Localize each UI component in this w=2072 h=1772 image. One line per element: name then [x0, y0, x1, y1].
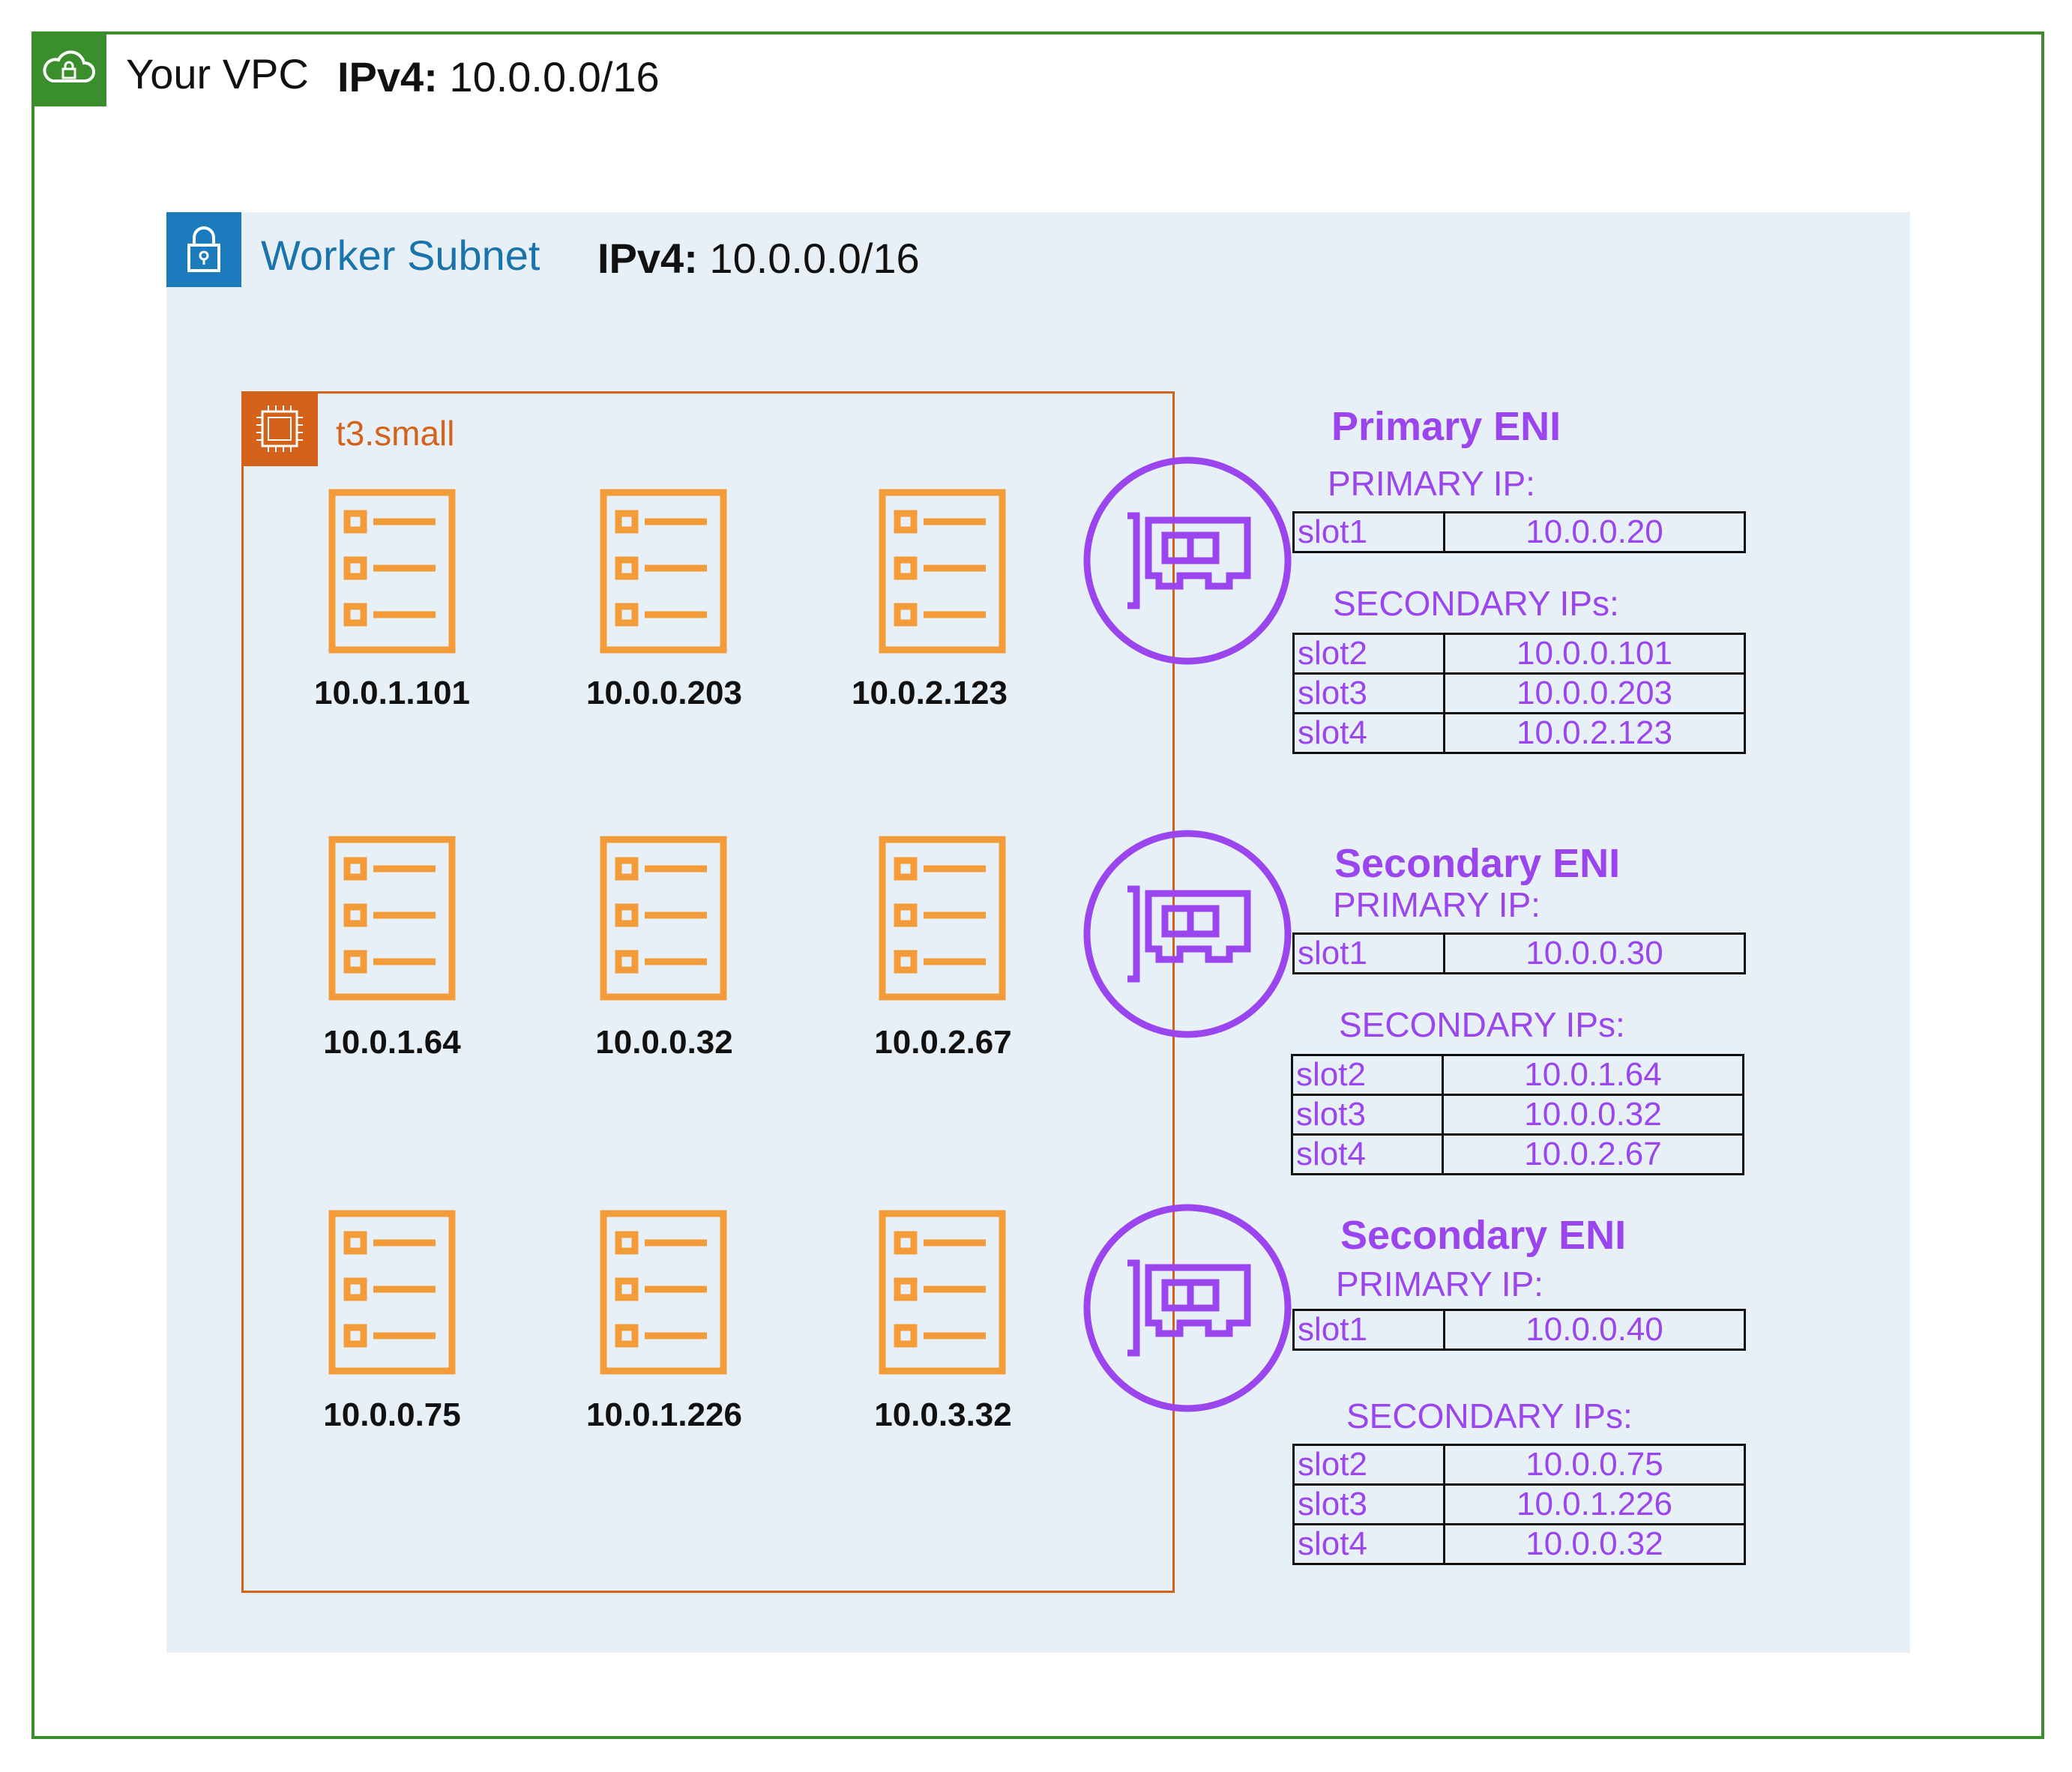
slot-ip: 10.0.1.226 [1443, 1483, 1746, 1525]
pod-ip-label: 10.0.3.32 [874, 1396, 1012, 1433]
subnet-ipv4-value: 10.0.0.0/16 [709, 235, 920, 282]
pod-list-icon [328, 489, 456, 654]
pod-list-icon [879, 836, 1006, 1001]
vpc-ipv4-key: IPv4: [337, 53, 438, 100]
slot-ip: 10.0.0.203 [1443, 672, 1746, 714]
vpc-container [31, 31, 2044, 1739]
slot-name: slot4 [1291, 1133, 1444, 1175]
subnet-title: Worker Subnet [261, 232, 540, 279]
slot-name: slot1 [1292, 511, 1445, 553]
pod-list-icon [879, 1210, 1006, 1375]
pod-ip-label: 10.0.0.32 [595, 1024, 733, 1061]
slot-name: slot4 [1292, 1523, 1445, 1565]
pod-list-icon [600, 489, 727, 654]
slot-name: slot2 [1291, 1054, 1444, 1096]
eni-title: Primary ENI [1331, 404, 1561, 449]
eni-title: Secondary ENI [1340, 1213, 1627, 1258]
pod-ip-label: 10.0.1.226 [586, 1396, 742, 1433]
instance-container [241, 391, 1175, 1593]
pod-list-icon [600, 836, 727, 1001]
chip-icon [241, 391, 318, 466]
slot-name: slot1 [1292, 1309, 1445, 1351]
primary-ip-heading: PRIMARY IP: [1333, 885, 1541, 924]
slot-ip: 10.0.1.64 [1442, 1054, 1744, 1096]
vpc-title: Your VPC [126, 50, 309, 97]
secondary-ips-heading: SECONDARY IPs: [1333, 584, 1619, 623]
pod-list-icon [328, 836, 456, 1001]
vpc-ipv4-value: 10.0.0.0/16 [449, 53, 660, 100]
slot-name: slot1 [1292, 932, 1445, 974]
slot-name: slot3 [1292, 1483, 1445, 1525]
lock-icon [166, 212, 241, 287]
network-card-icon [1082, 456, 1292, 666]
eni-title: Secondary ENI [1334, 841, 1621, 886]
pod-ip-label: 10.0.1.101 [314, 675, 470, 711]
cloud-lock-icon [31, 31, 106, 106]
pod-ip-label: 10.0.2.67 [874, 1024, 1012, 1061]
slot-name: slot2 [1292, 1444, 1445, 1486]
slot-ip: 10.0.2.67 [1442, 1133, 1744, 1175]
vpc-ipv4: IPv4: 10.0.0.0/16 [337, 52, 660, 101]
instance-type-label: t3.small [336, 414, 455, 453]
slot-ip: 10.0.0.75 [1443, 1444, 1746, 1486]
slot-name: slot3 [1291, 1094, 1444, 1136]
primary-ip-heading: PRIMARY IP: [1336, 1265, 1544, 1304]
primary-ip-heading: PRIMARY IP: [1328, 464, 1535, 503]
pod-ip-label: 10.0.0.75 [323, 1396, 461, 1433]
subnet-ipv4: IPv4: 10.0.0.0/16 [597, 234, 920, 283]
secondary-ips-heading: SECONDARY IPs: [1346, 1396, 1633, 1435]
slot-ip: 10.0.0.20 [1443, 511, 1746, 553]
pod-ip-label: 10.0.2.123 [852, 675, 1008, 711]
slot-name: slot3 [1292, 672, 1445, 714]
pod-ip-label: 10.0.0.203 [586, 675, 742, 711]
subnet-container [166, 212, 1910, 1653]
pod-list-icon [879, 489, 1006, 654]
slot-ip: 10.0.0.101 [1443, 633, 1746, 675]
secondary-ips-heading: SECONDARY IPs: [1339, 1005, 1625, 1044]
slot-name: slot2 [1292, 633, 1445, 675]
network-card-icon [1082, 1203, 1292, 1413]
slot-ip: 10.0.0.30 [1443, 932, 1746, 974]
pod-ip-label: 10.0.1.64 [323, 1024, 461, 1061]
slot-ip: 10.0.0.32 [1442, 1094, 1744, 1136]
slot-ip: 10.0.0.32 [1443, 1523, 1746, 1565]
pod-list-icon [600, 1210, 727, 1375]
pod-list-icon [328, 1210, 456, 1375]
subnet-ipv4-key: IPv4: [597, 235, 698, 282]
slot-ip: 10.0.0.40 [1443, 1309, 1746, 1351]
network-card-icon [1082, 829, 1292, 1039]
slot-name: slot4 [1292, 712, 1445, 754]
slot-ip: 10.0.2.123 [1443, 712, 1746, 754]
